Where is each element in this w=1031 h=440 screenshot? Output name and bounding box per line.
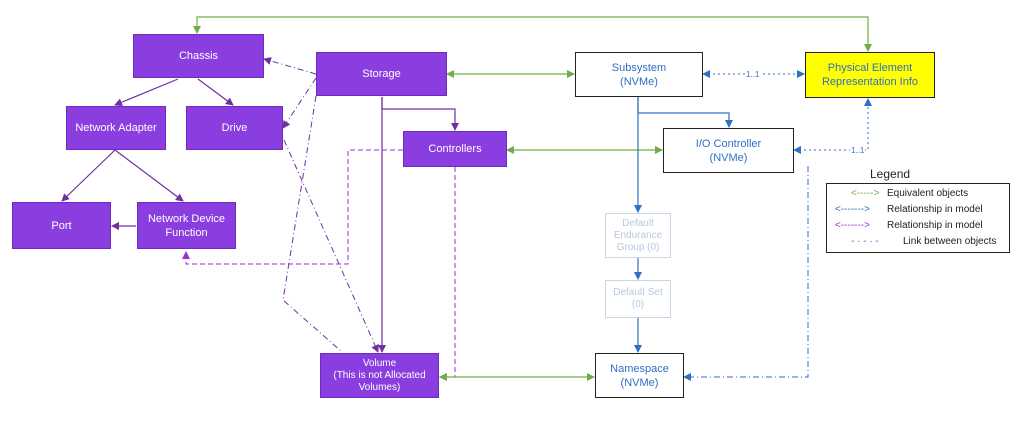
node-subsystem[interactable]: Subsystem (NVMe) bbox=[575, 52, 703, 97]
legend-item-equivalent: <-----> Equivalent objects bbox=[835, 188, 968, 200]
node-physical-element[interactable]: Physical Element Representation Info bbox=[805, 52, 935, 98]
node-default-endurance-group[interactable]: Default Endurance Group (0) bbox=[605, 213, 671, 258]
node-port[interactable]: Port bbox=[12, 202, 111, 249]
node-network-adapter[interactable]: Network Adapter bbox=[66, 106, 166, 150]
legend-item-relationship-purple: <-------> Relationship in model bbox=[835, 220, 983, 232]
node-default-set[interactable]: Default Set (0) bbox=[605, 280, 671, 318]
link-storage-chassis bbox=[263, 57, 317, 75]
edge-chassis-physical bbox=[193, 16, 872, 52]
legend-box: <-----> Equivalent objects <-------> Relat… bbox=[826, 183, 1010, 253]
legend-text-relationship-blue: Relationship in model bbox=[887, 204, 983, 215]
edge-subsystem-io bbox=[637, 97, 733, 128]
legend-title: Legend bbox=[870, 167, 911, 181]
edge-adapter-ndf bbox=[114, 149, 184, 202]
label-io-physical: 1..1 bbox=[850, 146, 866, 155]
legend-text-equivalent: Equivalent objects bbox=[887, 188, 969, 199]
node-io-controller[interactable]: I/O Controller (NVMe) bbox=[663, 128, 794, 173]
edge-storage-controllers bbox=[381, 97, 459, 131]
node-controllers[interactable]: Controllers bbox=[403, 131, 507, 167]
edge-chassis-drive bbox=[197, 78, 234, 106]
legend-item-relationship-blue: <-------> Relationship in model bbox=[835, 204, 983, 216]
link-io-physical bbox=[793, 98, 872, 154]
legend-symbol-blue: <-------> bbox=[835, 204, 870, 215]
legend-symbol-link: - · - · - bbox=[851, 236, 879, 247]
link-controllers-ndf bbox=[182, 149, 403, 265]
legend-item-link: - · - · - Link between objects bbox=[835, 236, 996, 248]
label-subsystem-physical: 1..1 bbox=[745, 70, 761, 79]
link-controllers-volume bbox=[439, 167, 456, 381]
node-network-device-function[interactable]: Network Device Function bbox=[137, 202, 236, 249]
legend-text-relationship-purple: Relationship in model bbox=[887, 220, 983, 231]
legend-symbol-green: <-----> bbox=[851, 188, 880, 199]
legend-symbol-purple: <-------> bbox=[835, 220, 870, 231]
node-storage[interactable]: Storage bbox=[316, 52, 447, 96]
link-storage-volume-diag bbox=[282, 95, 343, 353]
node-volume[interactable]: Volume (This is not Allocated Volumes) bbox=[320, 353, 439, 398]
node-drive[interactable]: Drive bbox=[186, 106, 283, 150]
link-io-namespace bbox=[683, 166, 809, 381]
link-drive-volume bbox=[283, 139, 379, 353]
edge-chassis-network-adapter bbox=[114, 78, 179, 107]
edge-adapter-port bbox=[61, 149, 116, 202]
node-namespace[interactable]: Namespace (NVMe) bbox=[595, 353, 684, 398]
node-chassis[interactable]: Chassis bbox=[133, 34, 264, 78]
legend-text-link: Link between objects bbox=[903, 236, 997, 247]
link-storage-drive bbox=[282, 77, 317, 129]
